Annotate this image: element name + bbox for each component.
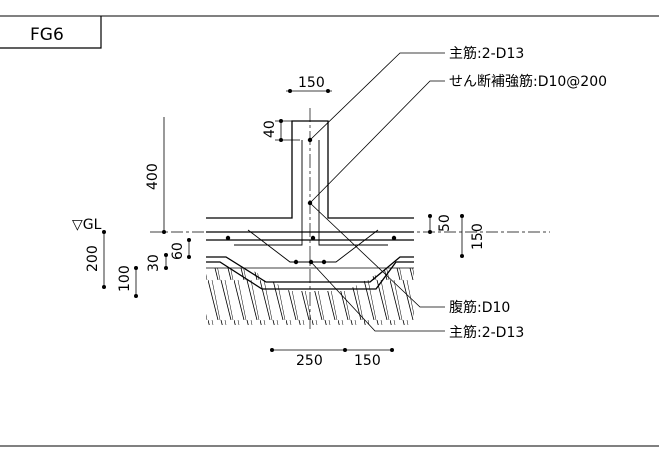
leader-lines (309, 52, 445, 332)
callout-main-rebar-top: 主筋:2-D13 (449, 45, 524, 62)
dim-bottom-left: 250 (296, 353, 323, 369)
dimension-lines (103, 90, 463, 351)
dim-slab-top: 50 (437, 214, 453, 232)
callout-main-rebar-bottom: 主筋:2-D13 (449, 324, 524, 341)
dim-gl-depth: 200 (85, 245, 101, 272)
title-box: FG6 (0, 16, 102, 49)
rebar-lines (234, 140, 388, 263)
dim-30: 30 (146, 254, 162, 272)
dim-60: 60 (170, 242, 186, 260)
dim-slab-total: 150 (470, 223, 486, 250)
dim-top-cover: 40 (262, 120, 278, 138)
callout-web-rebar: 腹筋:D10 (449, 299, 510, 316)
callout-shear-rebar: せん断補強筋:D10@200 (449, 73, 607, 90)
drawing-title: FG6 (30, 25, 64, 45)
dim-top-width: 150 (298, 75, 325, 91)
dim-wall-height: 400 (145, 163, 161, 190)
gl-label: ▽GL (72, 217, 102, 233)
dim-100: 100 (117, 265, 133, 292)
dim-bottom-right: 150 (354, 353, 381, 369)
dimension-ticks (102, 89, 464, 352)
